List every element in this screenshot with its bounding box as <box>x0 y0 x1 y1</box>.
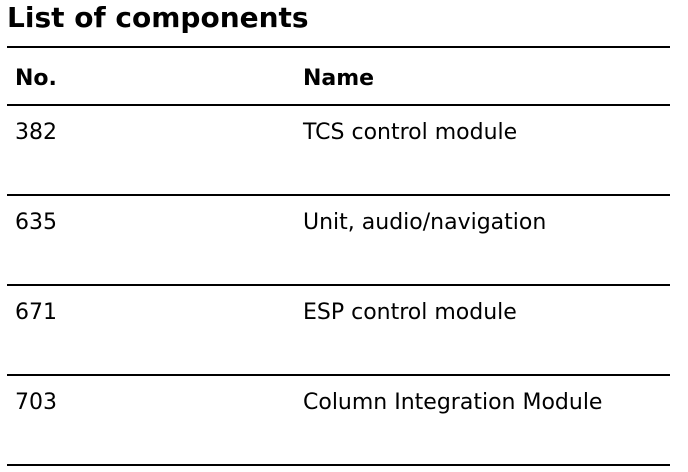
page-title: List of components <box>7 1 309 34</box>
table-row: 703 Column Integration Module <box>7 376 670 466</box>
cell-no: 382 <box>15 120 57 145</box>
header-name: Name <box>303 66 375 91</box>
cell-no: 703 <box>15 390 57 415</box>
cell-name: ESP control module <box>303 300 517 325</box>
table-row: 671 ESP control module <box>7 286 670 376</box>
cell-no: 635 <box>15 210 57 235</box>
components-table: No. Name 382 TCS control module 635 Unit… <box>7 46 670 466</box>
cell-name: Unit, audio/navigation <box>303 210 547 235</box>
cell-no: 671 <box>15 300 57 325</box>
table-header-row: No. Name <box>7 48 670 106</box>
cell-name: Column Integration Module <box>303 390 603 415</box>
cell-name: TCS control module <box>303 120 518 145</box>
header-no: No. <box>15 66 57 91</box>
table-row: 382 TCS control module <box>7 106 670 196</box>
table-row: 635 Unit, audio/navigation <box>7 196 670 286</box>
